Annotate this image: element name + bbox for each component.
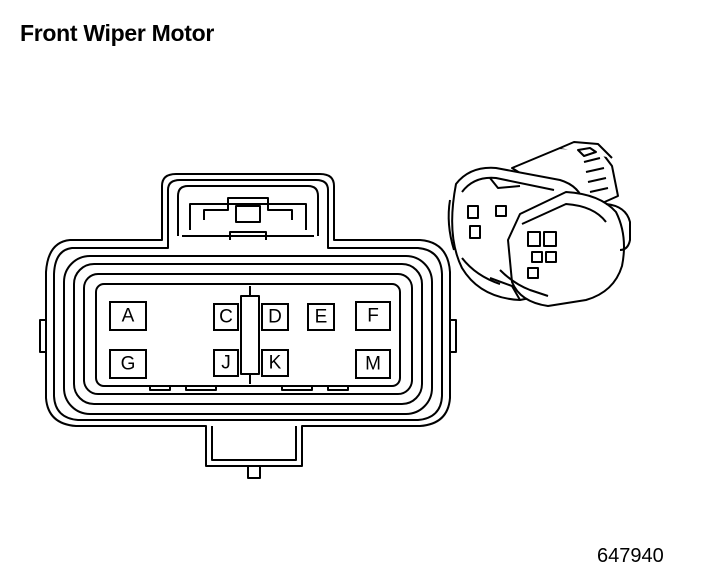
pin-m: M	[355, 349, 391, 379]
connector-isometric-view	[447, 141, 631, 307]
pin-e: E	[307, 303, 335, 331]
pin-k: K	[261, 349, 289, 377]
pin-c: C	[213, 303, 239, 331]
pin-label-e: E	[315, 307, 328, 328]
pin-label-a: A	[122, 306, 135, 327]
pin-a: A	[109, 301, 147, 331]
pin-g: G	[109, 349, 147, 379]
pin-label-g: G	[121, 354, 136, 375]
diagram-title: Front Wiper Motor	[20, 20, 214, 46]
pin-label-j: J	[221, 353, 231, 374]
connector-face-view	[39, 173, 457, 479]
pin-label-c: C	[219, 307, 233, 328]
pin-d: D	[261, 303, 289, 331]
pin-cavities: A C D E F G J K	[109, 301, 391, 379]
pin-label-d: D	[268, 307, 282, 328]
pin-label-f: F	[367, 306, 379, 327]
pin-j: J	[213, 349, 239, 377]
pin-label-k: K	[269, 353, 282, 374]
pin-f: F	[355, 301, 391, 331]
pin-label-m: M	[365, 354, 381, 375]
figure-number: 647940	[597, 545, 664, 567]
